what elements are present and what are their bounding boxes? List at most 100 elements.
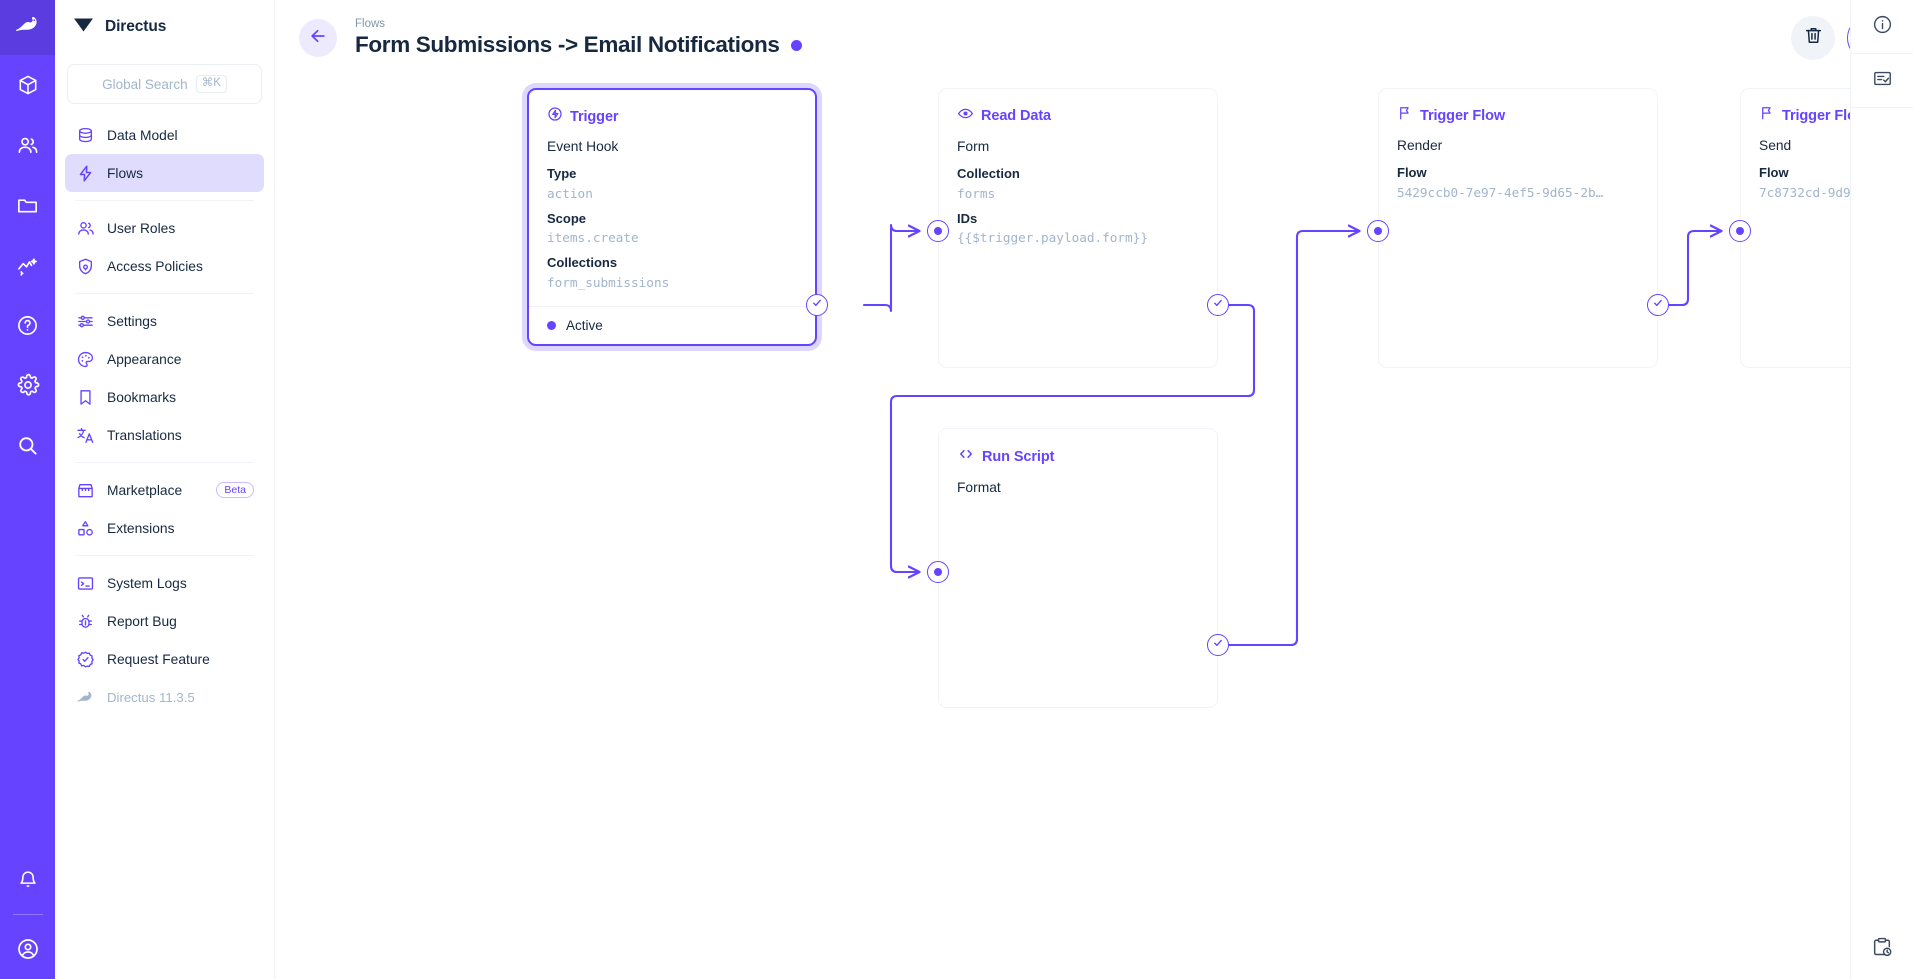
node-type-label: Trigger	[570, 108, 619, 125]
flow-logs-button[interactable]	[1850, 54, 1913, 108]
port-dot-icon	[1736, 227, 1744, 235]
sidebar-item-label: Appearance	[107, 351, 182, 367]
back-button[interactable]	[299, 19, 337, 57]
module-item-account[interactable]	[0, 919, 55, 979]
database-icon	[75, 125, 95, 145]
module-item-notifications[interactable]	[0, 850, 55, 910]
bug-icon	[75, 611, 95, 631]
node-type-label: Trigger Flow	[1420, 107, 1506, 124]
list-check-icon	[1872, 68, 1893, 94]
sidebar-item-label: Access Policies	[107, 258, 203, 274]
sidebar-item-appearance[interactable]: Appearance	[65, 340, 264, 378]
terminal-icon	[75, 573, 95, 593]
port-trigger-resolve[interactable]	[806, 294, 828, 316]
activity-history-button[interactable]	[1851, 919, 1913, 979]
node-name: Event Hook	[547, 139, 619, 154]
node-body: Event Hook Type action Scope items.creat…	[529, 137, 815, 306]
node-type-label: Run Script	[982, 448, 1055, 465]
field-key: Type	[547, 166, 577, 182]
delete-flow-button[interactable]	[1791, 16, 1835, 60]
flow-node-trigger-flow-render[interactable]: Trigger Flow Render Flow 5429ccb0-7e97-4…	[1378, 88, 1658, 368]
port-trigger-flow-render-resolve[interactable]	[1647, 294, 1669, 316]
node-header: Run Script	[939, 429, 1217, 478]
sidebar-item-label: Flows	[107, 165, 144, 181]
folder-icon	[16, 194, 39, 217]
sidebar-item-report-bug[interactable]: Report Bug	[65, 602, 264, 640]
sidebar-item-label: Translations	[107, 427, 182, 443]
field-key: Scope	[547, 210, 587, 226]
trigger-bolt-circle-icon	[547, 106, 563, 127]
field-value: 5429ccb0-7e97-4ef5-9d65-2b…	[1397, 184, 1604, 200]
port-read-data-resolve[interactable]	[1207, 294, 1229, 316]
port-dot-icon	[1374, 227, 1382, 235]
sidebar-item-label: Request Feature	[107, 651, 210, 667]
node-type-label: Read Data	[981, 108, 1052, 124]
sidebar-item-marketplace[interactable]: Marketplace Beta	[65, 471, 264, 509]
flow-info-button[interactable]	[1850, 0, 1913, 54]
sidebar-item-label: Bookmarks	[107, 389, 177, 405]
port-read-data-input[interactable]	[927, 220, 949, 242]
sidebar-item-data-model[interactable]: Data Model	[65, 116, 264, 154]
module-item-content[interactable]	[0, 55, 55, 115]
field-value: forms	[957, 185, 996, 201]
sidebar-item-translations[interactable]: Translations	[65, 416, 264, 454]
module-item-settings[interactable]	[0, 355, 55, 415]
edge-trigger-to-read-data	[862, 223, 919, 313]
flow-canvas[interactable]: Trigger Event Hook Type action Scope ite…	[275, 76, 1850, 979]
sidebar-item-settings[interactable]: Settings	[65, 302, 264, 340]
node-name: Render	[1397, 138, 1443, 153]
port-trigger-flow-send-input[interactable]	[1729, 220, 1751, 242]
module-logo-directus[interactable]	[0, 0, 55, 55]
sidebar-item-label: Data Model	[107, 127, 178, 143]
people-icon	[16, 134, 39, 157]
title-row: Form Submissions -> Email Notifications	[355, 32, 802, 58]
module-item-search[interactable]	[0, 415, 55, 475]
field-value: items.create	[547, 230, 639, 246]
extensions-icon	[75, 518, 95, 538]
status-badge	[790, 39, 802, 51]
search-icon	[16, 434, 39, 457]
sidebar-item-extensions[interactable]: Extensions	[65, 509, 264, 547]
module-bar-divider	[12, 914, 43, 915]
node-header: Trigger Flow	[1379, 89, 1657, 136]
sidebar-item-user-roles[interactable]: User Roles	[65, 209, 264, 247]
field-value: action	[547, 185, 593, 201]
sidebar-item-system-logs[interactable]: System Logs	[65, 564, 264, 602]
breadcrumb[interactable]: Flows	[355, 17, 386, 30]
module-item-file-library[interactable]	[0, 175, 55, 235]
flow-node-run-script[interactable]: Run Script Format	[938, 428, 1218, 708]
module-item-docs[interactable]	[0, 295, 55, 355]
marketplace-beta-badge: Beta	[216, 481, 254, 499]
field-key: IDs	[957, 210, 978, 226]
clipboard-history-icon	[1871, 936, 1893, 963]
sidebar-item-request-feature[interactable]: Request Feature	[65, 640, 264, 678]
module-item-insights[interactable]	[0, 235, 55, 295]
directus-rabbit-logo-icon	[14, 14, 42, 41]
check-circle-icon	[1651, 296, 1665, 315]
check-circle-icon	[1211, 636, 1225, 655]
question-circle-icon	[16, 314, 39, 337]
right-sidebar	[1850, 0, 1913, 979]
flow-node-trigger[interactable]: Trigger Event Hook Type action Scope ite…	[527, 88, 817, 346]
directus-rabbit-icon	[75, 687, 95, 707]
port-trigger-flow-render-input[interactable]	[1367, 220, 1389, 242]
sidebar-item-bookmarks[interactable]: Bookmarks	[65, 378, 264, 416]
edge-read-data-to-run-script	[889, 303, 1256, 572]
global-search-input[interactable]: Global Search ⌘K	[67, 64, 262, 104]
port-run-script-input[interactable]	[927, 561, 949, 583]
node-body: Format	[939, 478, 1217, 519]
module-item-user-directory[interactable]	[0, 115, 55, 175]
sidebar-item-access-policies[interactable]: Access Policies	[65, 247, 264, 285]
node-header: Trigger	[529, 90, 815, 137]
port-run-script-resolve[interactable]	[1207, 634, 1229, 656]
title-block: Flows Form Submissions -> Email Notifica…	[355, 18, 802, 59]
sidebar-item-label: Extensions	[107, 520, 175, 536]
sidebar-item-flows[interactable]: Flows	[65, 154, 264, 192]
sliders-icon	[75, 311, 95, 331]
port-dot-icon	[934, 568, 942, 576]
palette-icon	[75, 349, 95, 369]
field-value: {{$trigger.payload.form}}	[957, 230, 1148, 246]
flow-node-read-data[interactable]: Read Data Form Collection forms IDs {{$t…	[938, 88, 1218, 368]
flow-node-trigger-flow-send[interactable]: Trigger Flow Send Flow 7c8732cd-9d9e-44b…	[1740, 88, 1850, 368]
eye-icon	[957, 105, 974, 127]
